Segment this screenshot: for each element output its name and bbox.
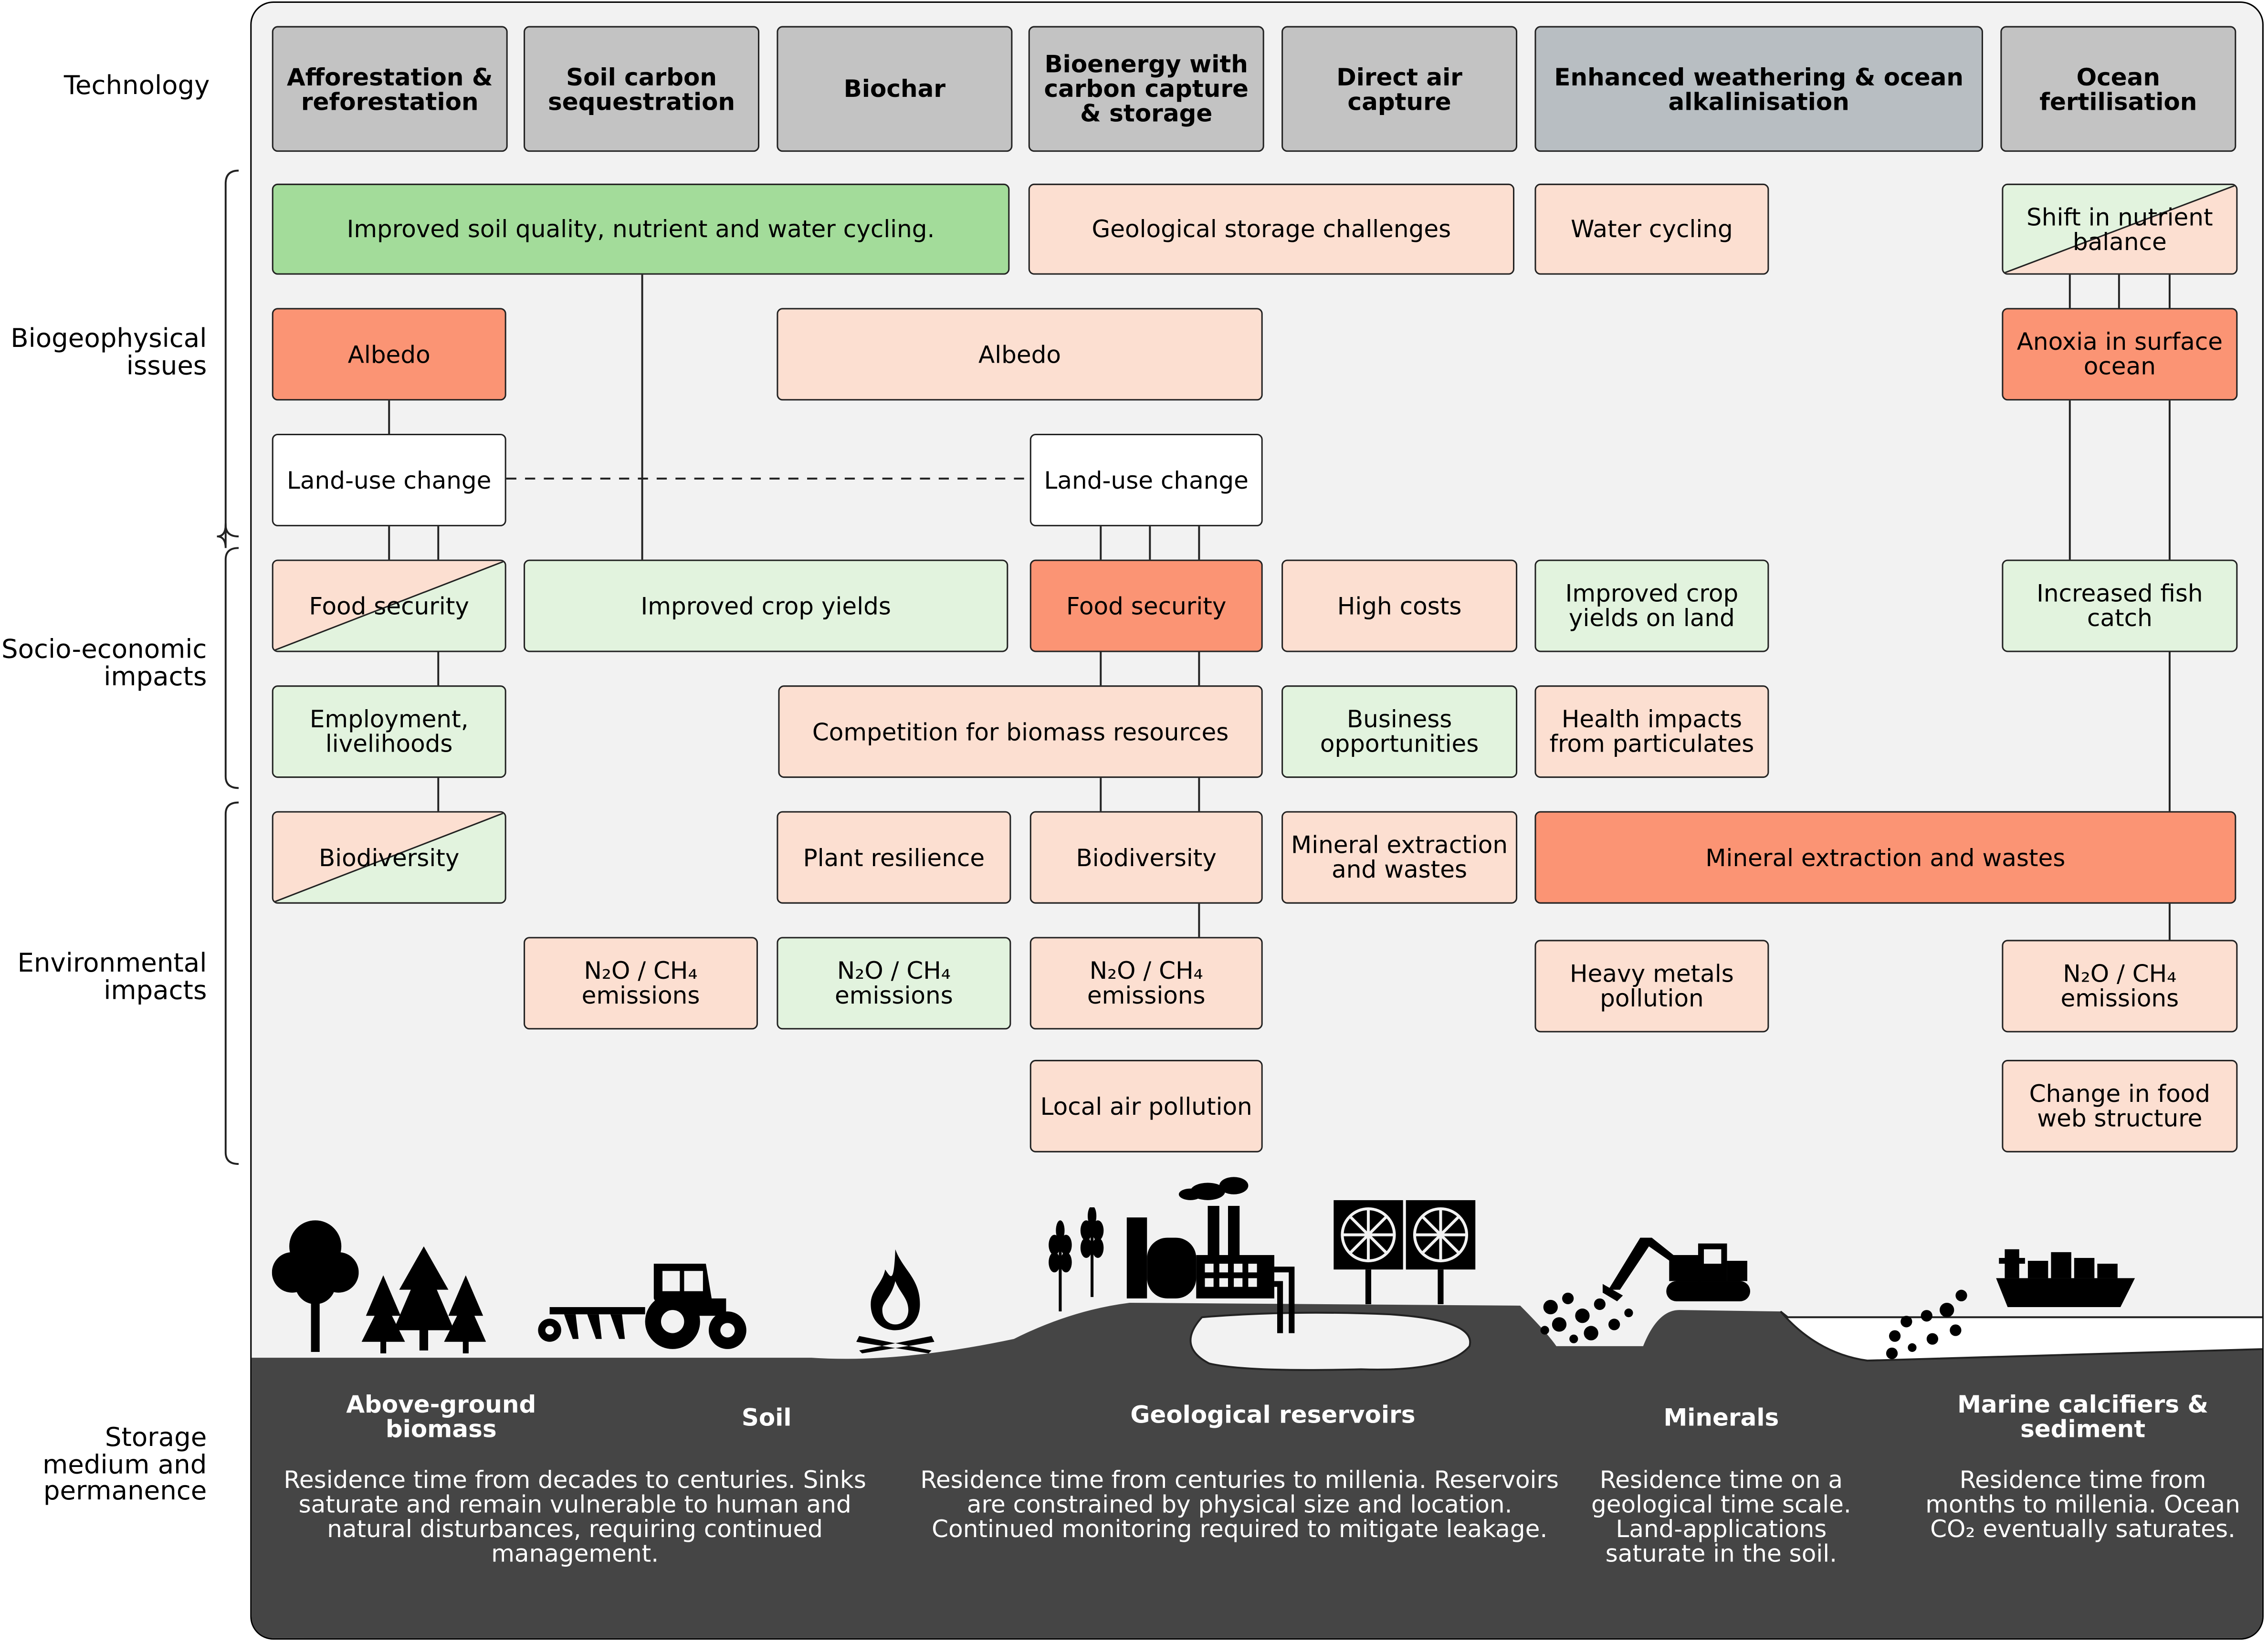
box-crop-yields-land: Improved crop yields on land bbox=[1534, 559, 1769, 652]
tech-ocean-fertilisation: Ocean fertilisation bbox=[2000, 26, 2236, 152]
row-label-environmental: Environmental impacts bbox=[17, 948, 207, 1006]
box-albedo-bioenergy: Albedo bbox=[777, 308, 1263, 401]
cargo-ship-icon bbox=[1996, 1249, 2135, 1308]
tree-icon bbox=[272, 1220, 359, 1352]
box-n2o-biochar: N₂O / CH₄ emissions bbox=[777, 937, 1011, 1030]
box-competition-biomass: Competition for biomass resources bbox=[778, 685, 1263, 778]
box-mineral-extraction-ew: Mineral extraction and wastes bbox=[1534, 811, 2236, 904]
box-n2o-beccs: N₂O / CH₄ emissions bbox=[1029, 937, 1263, 1030]
box-n2o-ocean: N₂O / CH₄ emissions bbox=[2002, 940, 2238, 1033]
factory-icon bbox=[1126, 1177, 1295, 1333]
row-label-biogeophysical: Biogeophysical issues bbox=[10, 324, 207, 381]
box-biodiversity-beccs: Biodiversity bbox=[1029, 811, 1263, 904]
storage-desc-marine: Residence time from months to millenia. … bbox=[1925, 1466, 2240, 1543]
rocks-icon bbox=[1540, 1292, 1633, 1343]
storage-title-marine: Marine calcifiers & sediment bbox=[1957, 1391, 2209, 1443]
tech-soil-carbon: Soil carbon sequestration bbox=[524, 26, 760, 152]
tech-direct-air-capture: Direct air capture bbox=[1281, 26, 1518, 152]
tech-enhanced-weathering: Enhanced weathering & ocean alkalinisati… bbox=[1534, 26, 1983, 152]
fan-unit-icon bbox=[1334, 1200, 1476, 1304]
tech-biochar: Biochar bbox=[777, 26, 1013, 152]
row-label-storage: Storage medium and permanence bbox=[42, 1423, 207, 1507]
storage-title-minerals: Minerals bbox=[1663, 1404, 1779, 1432]
tractor-plough-icon bbox=[538, 1264, 746, 1349]
tech-beccs: Bioenergy with carbon capture & storage bbox=[1028, 26, 1264, 152]
storage-title-geological: Geological reservoirs bbox=[1130, 1401, 1416, 1429]
rocks-icon bbox=[1886, 1289, 1967, 1360]
storage-desc-biomass-soil: Residence time from decades to centuries… bbox=[284, 1466, 866, 1568]
box-anoxia: Anoxia in surface ocean bbox=[2002, 308, 2238, 401]
box-water-cycling: Water cycling bbox=[1534, 183, 1769, 275]
box-plant-resilience: Plant resilience bbox=[777, 811, 1011, 904]
box-soil-quality: Improved soil quality, nutrient and wate… bbox=[272, 183, 1010, 275]
box-albedo-afforestation: Albedo bbox=[272, 308, 506, 401]
tech-afforestation: Afforestation & reforestation bbox=[272, 26, 508, 152]
box-mineral-extraction-dac: Mineral extraction and wastes bbox=[1281, 811, 1518, 904]
box-health-particulates: Health impacts from particulates bbox=[1534, 685, 1769, 778]
box-food-security-beccs: Food security bbox=[1029, 559, 1263, 652]
ground-cross-section bbox=[252, 1302, 2262, 1638]
box-local-air: Local air pollution bbox=[1029, 1059, 1263, 1152]
box-land-use-afforestation: Land-use change bbox=[272, 433, 506, 526]
box-n2o-soil: N₂O / CH₄ emissions bbox=[524, 937, 758, 1030]
box-geological-storage: Geological storage challenges bbox=[1028, 183, 1515, 275]
storage-desc-geological: Residence time from centuries to milleni… bbox=[920, 1466, 1559, 1543]
box-high-costs: High costs bbox=[1281, 559, 1518, 652]
box-employment: Employment, livelihoods bbox=[272, 685, 506, 778]
box-food-web: Change in food web structure bbox=[2002, 1059, 2238, 1152]
pine-trees-icon bbox=[361, 1246, 486, 1353]
row-label-socioeconomic: Socio-economic impacts bbox=[1, 635, 207, 692]
box-heavy-metals: Heavy metals pollution bbox=[1534, 940, 1769, 1033]
box-fish-catch: Increased fish catch bbox=[2002, 559, 2238, 652]
campfire-icon bbox=[856, 1249, 934, 1353]
box-land-use-beccs: Land-use change bbox=[1029, 433, 1263, 526]
excavator-icon bbox=[1602, 1237, 1751, 1301]
storage-title-above-ground: Above-ground biomass bbox=[346, 1391, 536, 1443]
storage-desc-minerals: Residence time on a geological time scal… bbox=[1591, 1466, 1851, 1568]
box-nutrient-balance: Shift in nutrient balance bbox=[2002, 183, 2238, 275]
row-label-technology: Technology bbox=[63, 71, 210, 102]
wheat-icon bbox=[1049, 1207, 1104, 1312]
row-braces bbox=[217, 169, 239, 1165]
box-food-security-afforestation: Food security bbox=[272, 559, 506, 652]
storage-title-soil: Soil bbox=[741, 1404, 792, 1432]
box-business: Business opportunities bbox=[1281, 685, 1518, 778]
box-improved-crop-yields: Improved crop yields bbox=[524, 559, 1008, 652]
box-biodiversity-afforestation: Biodiversity bbox=[272, 811, 506, 904]
